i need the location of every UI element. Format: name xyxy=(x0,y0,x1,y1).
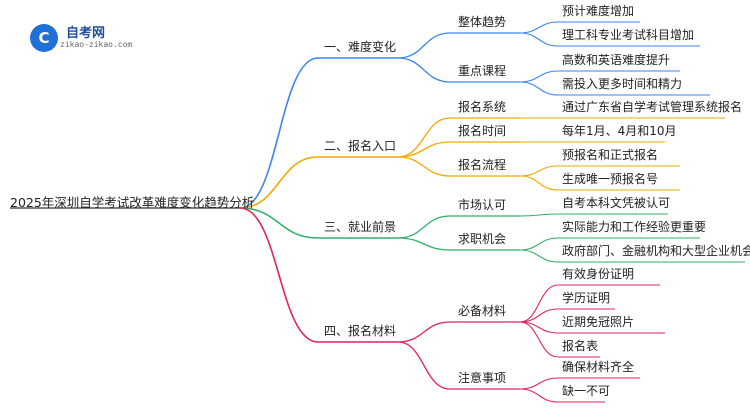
leaf-1-1-1: 预计难度增加 xyxy=(562,4,635,18)
leaf-2-3-2: 生成唯一预报名号 xyxy=(562,172,659,186)
subtopic-1-2: 重点课程 xyxy=(458,64,507,78)
connector-line xyxy=(519,284,559,323)
leaf-1-1-2: 理工科专业考试科目增加 xyxy=(562,28,695,42)
connector-line xyxy=(519,21,559,34)
logo-url: zikao-zikao.com xyxy=(60,40,133,49)
connector-line xyxy=(519,165,559,177)
leaf-1-2-1: 高数和英语难度提升 xyxy=(562,53,671,67)
branch-1: 一、难度变化 xyxy=(324,40,397,54)
connector-line xyxy=(239,57,319,209)
leaf-4-2-2: 缺一不可 xyxy=(562,384,611,398)
subtopic-3-2: 求职机会 xyxy=(458,232,507,246)
branch-3: 三、就业前景 xyxy=(324,220,397,234)
connector-line xyxy=(519,213,559,217)
connector-line xyxy=(397,117,451,158)
leaf-2-2-1: 每年1月、4月和10月 xyxy=(562,124,677,138)
connector-line xyxy=(397,321,451,343)
connector-line xyxy=(519,81,559,96)
leaf-3-2-1: 实际能力和工作经验更重要 xyxy=(562,220,707,234)
subtopic-2-1: 报名系统 xyxy=(458,100,507,114)
connector-line xyxy=(239,207,319,239)
connector-line xyxy=(397,156,451,177)
subtopic-4-2: 注意事项 xyxy=(458,371,507,385)
leaf-4-1-3: 近期免冠照片 xyxy=(562,315,635,329)
connector-line xyxy=(519,388,559,403)
connector-line xyxy=(239,207,319,343)
leaf-3-2-2: 政府部门、金融机构和大型企业机会 xyxy=(562,244,750,258)
connector-line xyxy=(519,70,559,83)
connector-line xyxy=(397,341,451,390)
leaf-4-1-1: 有效身份证明 xyxy=(562,267,635,281)
connector-line xyxy=(519,308,559,323)
graduation-cap-icon: C xyxy=(30,24,58,52)
leaf-2-1-1: 通过广东省自学考试管理系统报名 xyxy=(562,100,743,114)
subtopic-4-1: 必备材料 xyxy=(458,304,507,318)
connector-line xyxy=(519,32,559,47)
leaf-3-1-1: 自考本科文凭被认可 xyxy=(562,196,671,210)
leaf-4-2-1: 确保材料齐全 xyxy=(562,360,635,374)
leaf-2-3-1: 预报名和正式报名 xyxy=(562,148,659,162)
subtopic-2-2: 报名时间 xyxy=(458,124,507,138)
leaf-4-1-4: 报名表 xyxy=(562,339,599,353)
connector-line xyxy=(519,321,559,358)
leaf-1-2-2: 需投入更多时间和精力 xyxy=(562,77,683,91)
site-logo[interactable]: C 自考网 zikao-zikao.com xyxy=(30,20,140,56)
logo-name: 自考网 xyxy=(66,26,106,41)
connector-line xyxy=(519,175,559,191)
subtopic-1-1: 整体趋势 xyxy=(458,15,507,29)
connector-line xyxy=(397,32,451,59)
connector-line xyxy=(519,237,559,251)
connector-line xyxy=(239,156,319,209)
branch-4: 四、报名材料 xyxy=(324,324,397,338)
leaf-4-1-2: 学历证明 xyxy=(562,291,611,305)
subtopic-2-3: 报名流程 xyxy=(458,158,507,172)
connector-line xyxy=(397,215,451,239)
root-topic: 2025年深圳自学考试改革难度变化趋势分析 xyxy=(10,195,255,210)
connector-line xyxy=(397,237,451,251)
connector-line xyxy=(519,377,559,390)
subtopic-3-1: 市场认可 xyxy=(458,198,507,212)
connector-line xyxy=(397,57,451,83)
connector-line xyxy=(397,141,451,158)
connector-line xyxy=(519,249,559,263)
branch-2: 二、报名入口 xyxy=(324,139,397,153)
